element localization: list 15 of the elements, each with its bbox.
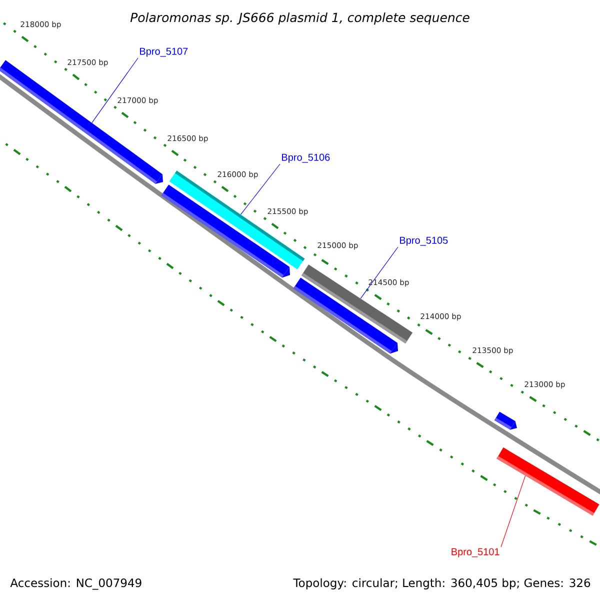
gene-label: Bpro_5105 xyxy=(400,236,448,246)
footer-text: Accession: NC_007949 xyxy=(10,578,142,590)
gene-block xyxy=(494,412,517,430)
leader-line xyxy=(240,164,280,215)
leader-line xyxy=(360,246,398,299)
leader-line xyxy=(500,476,526,548)
gene-label: Bpro_5107 xyxy=(140,48,188,57)
gene-block xyxy=(496,447,600,516)
leader-line xyxy=(92,58,138,124)
gene-label: Bpro_5106 xyxy=(282,154,330,163)
gene-block xyxy=(293,278,398,354)
gene-block xyxy=(0,60,163,184)
title: Polaromonas sp. JS666 plasmid 1, complete sequence xyxy=(130,12,470,25)
gene-label: Bpro_5101 xyxy=(452,548,500,558)
footer-text: Topology: circular; Length: 360,405 bp; Genes: 326 xyxy=(293,578,590,590)
